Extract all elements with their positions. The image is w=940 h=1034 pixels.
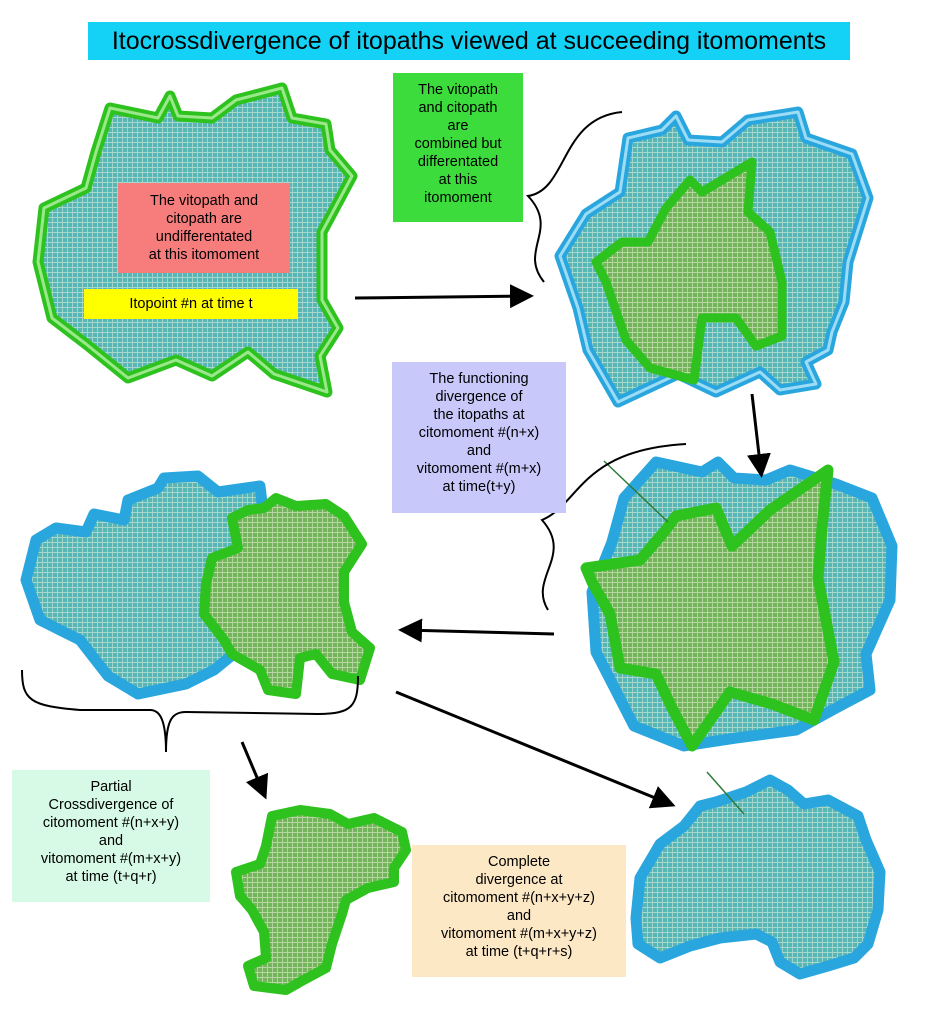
combined-label: The vitopath and citopath are combined b… [393,73,523,222]
arrow-to-functioning [747,393,771,478]
undifferentiated-label: The vitopath and citopath are undifferen… [118,183,290,273]
vitopath-partial-shape [231,805,411,995]
partial-brace [21,669,359,753]
arrow-to-combined [354,284,534,309]
arrow-to-complete [395,690,676,809]
arrow-to-partial [398,618,555,643]
itopath-partial-crossdivergence-shape [20,470,375,700]
itopath-functioning-divergence-shape [580,456,898,752]
arrow-to-vitopath-partial [240,741,269,800]
combined-brace [525,111,623,283]
citopath-complete-shape [630,771,886,980]
complete-divergence-label: Complete divergence at citomoment #(n+x+… [412,845,626,977]
itopoint-label: Itopoint #n at time t [84,289,298,319]
itopath-combined-shape [554,106,874,408]
functioning-divergence-label: The functioning divergence of the itopat… [392,362,566,513]
diagram-title: Itocrossdivergence of itopaths viewed at… [88,22,850,60]
functioning-brace [540,443,687,611]
partial-crossdivergence-label: Partial Crossdivergence of citomoment #(… [12,770,210,902]
